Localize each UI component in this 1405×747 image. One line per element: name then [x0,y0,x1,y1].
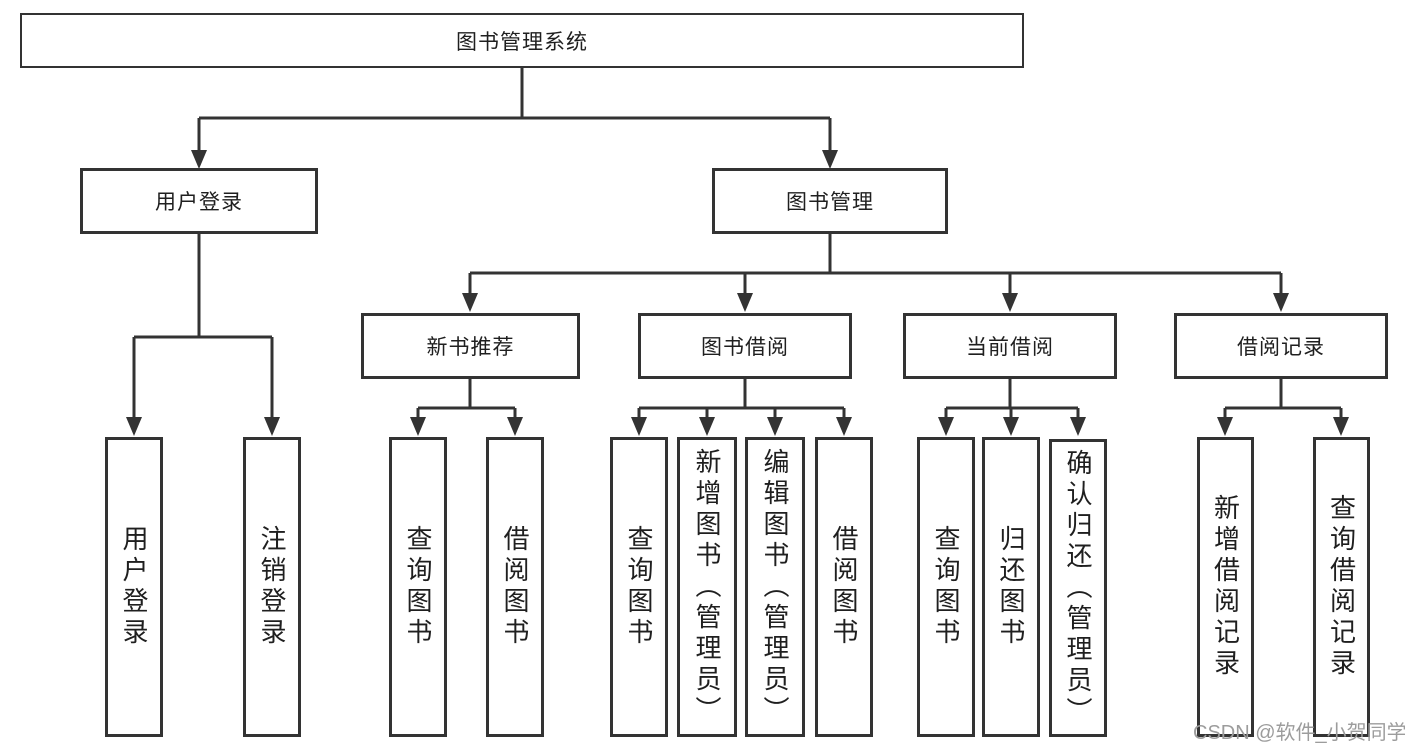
leaf-borrow-book-recommend: 借阅图书 [486,437,544,737]
leaf-query-book-recommend: 查询图书 [389,437,447,737]
node-label: 新增图书（管理员） [692,447,722,727]
leaf-borrow-book: 借阅图书 [815,437,873,737]
node-label: 编辑图书（管理员） [760,447,790,727]
leaf-user-login: 用户登录 [105,437,163,737]
node-borrow-records: 借阅记录 [1174,313,1388,379]
leaf-return-book: 归还图书 [982,437,1040,737]
node-label: 借阅图书 [829,525,859,649]
node-label: 图书管理 [786,191,874,214]
connector-root-to-level2 [191,68,838,169]
node-book-management: 图书管理 [712,168,948,234]
node-label: 查询借阅记录 [1326,494,1357,680]
connector-user-login-children [126,234,280,436]
node-new-book-recommend: 新书推荐 [361,313,580,379]
leaf-query-book-borrow: 查询图书 [610,437,668,737]
node-root-library-system: 图书管理系统 [20,13,1024,68]
leaf-add-book-admin: 新增图书（管理员） [677,437,737,737]
node-label: 用户登录 [119,525,149,649]
node-label: 图书管理系统 [456,30,588,54]
connector-new-book-children [410,379,523,436]
connector-book-management-children [462,234,1289,312]
node-label: 借阅记录 [1237,336,1325,359]
node-label: 查询图书 [931,525,961,649]
node-label: 归还图书 [996,525,1026,649]
connector-book-borrow-children [631,379,852,436]
leaf-query-borrow-record: 查询借阅记录 [1313,437,1370,737]
node-current-borrow: 当前借阅 [903,313,1117,379]
node-book-borrow: 图书借阅 [638,313,852,379]
node-label: 用户登录 [155,191,243,214]
connector-current-borrow-children [938,379,1086,436]
node-label: 注销登录 [257,525,287,649]
leaf-add-borrow-record: 新增借阅记录 [1197,437,1254,737]
node-label: 图书借阅 [701,336,789,359]
node-user-login: 用户登录 [80,168,318,234]
leaf-edit-book-admin: 编辑图书（管理员） [745,437,805,737]
node-label: 查询图书 [403,525,433,649]
node-label: 查询图书 [624,525,654,649]
node-label: 当前借阅 [966,336,1054,359]
leaf-query-book-current: 查询图书 [917,437,975,737]
node-label: 确认归还（管理员） [1063,448,1093,728]
csdn-watermark: CSDN @软件_小贺同学 [1193,722,1405,744]
leaf-logout: 注销登录 [243,437,301,737]
connector-borrow-record-children [1217,379,1349,436]
node-label: 新书推荐 [426,336,515,359]
leaf-confirm-return-admin: 确认归还（管理员） [1049,439,1107,737]
node-label: 借阅图书 [500,525,530,649]
node-label: 新增借阅记录 [1210,494,1241,680]
